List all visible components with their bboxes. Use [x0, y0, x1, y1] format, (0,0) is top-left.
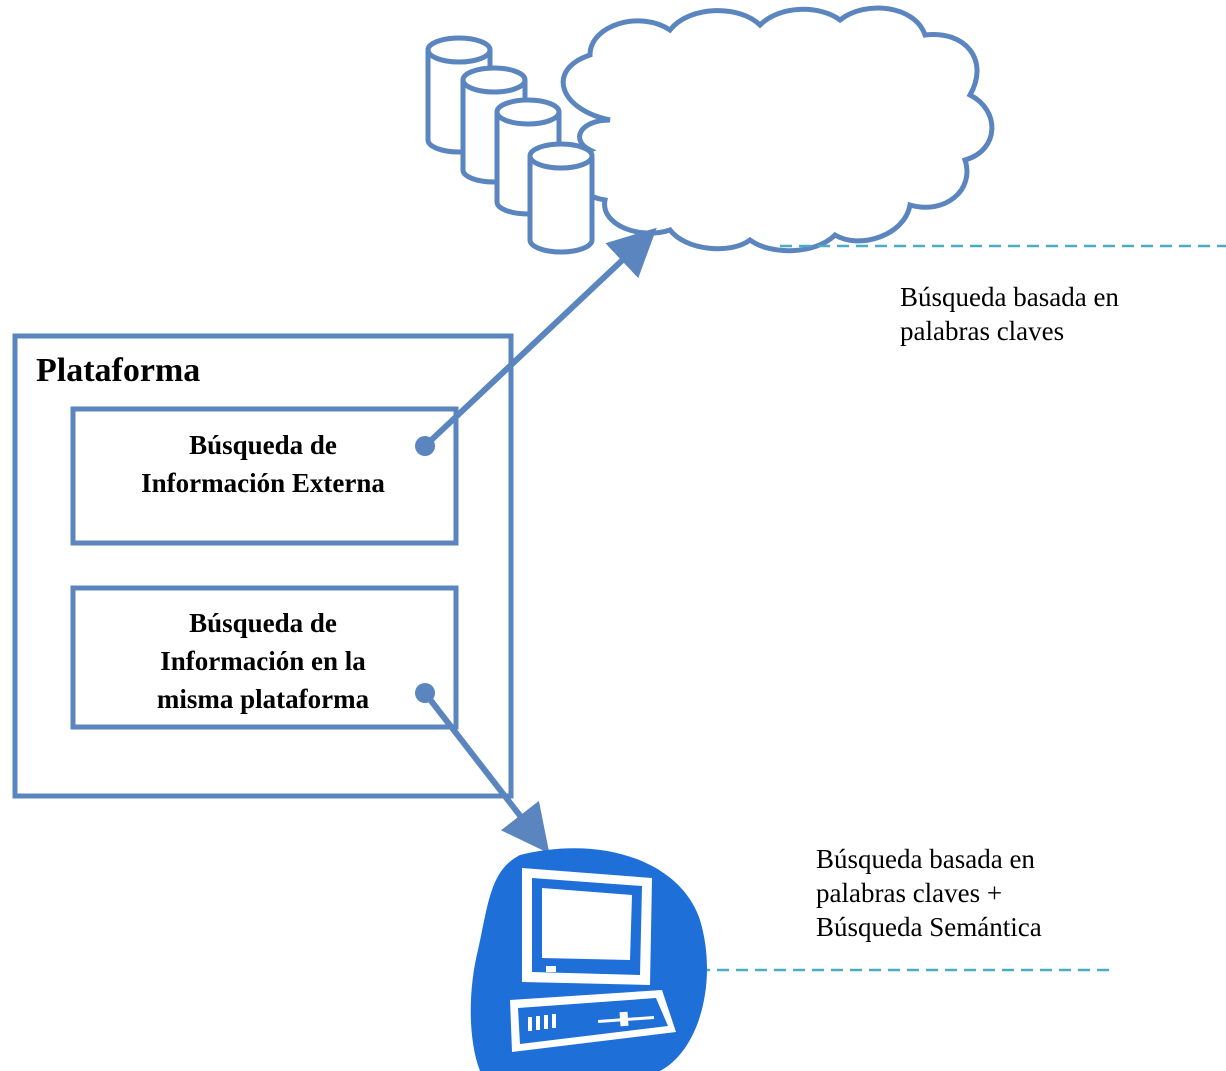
external-search-box	[70, 406, 459, 546]
cloud-icon	[560, 5, 995, 254]
database-icon	[425, 35, 595, 255]
external-search-label: Búsqueda de Información Externa	[98, 426, 428, 502]
database-cylinder-4	[527, 141, 595, 255]
computer-search-note: Búsqueda basada en palabras claves + Bús…	[816, 842, 1042, 944]
computer-icon	[470, 848, 707, 1071]
cloud-note-line-1: Búsqueda basada en	[900, 282, 1119, 312]
computer-note-line-2: palabras claves +	[816, 878, 1003, 908]
internal-search-line-2: Información en la	[160, 646, 366, 676]
internal-search-box	[70, 585, 459, 730]
platform-title: Plataforma	[36, 352, 201, 389]
external-search-line-2: Información Externa	[141, 468, 385, 498]
platform-box	[12, 333, 514, 799]
internal-connector	[415, 683, 550, 854]
internal-search-label: Búsqueda de Información en la misma plat…	[98, 604, 428, 718]
computer-note-line-1: Búsqueda basada en	[816, 844, 1035, 874]
cloud-note-line-2: palabras claves	[900, 316, 1065, 346]
computer-note-line-3: Búsqueda Semántica	[816, 912, 1042, 942]
external-search-line-1: Búsqueda de	[189, 430, 337, 460]
external-connector	[415, 227, 657, 456]
internal-search-line-3: misma plataforma	[156, 684, 370, 714]
internal-search-line-1: Búsqueda de	[189, 608, 337, 638]
cloud-search-note: Búsqueda basada en palabras claves	[900, 280, 1119, 348]
